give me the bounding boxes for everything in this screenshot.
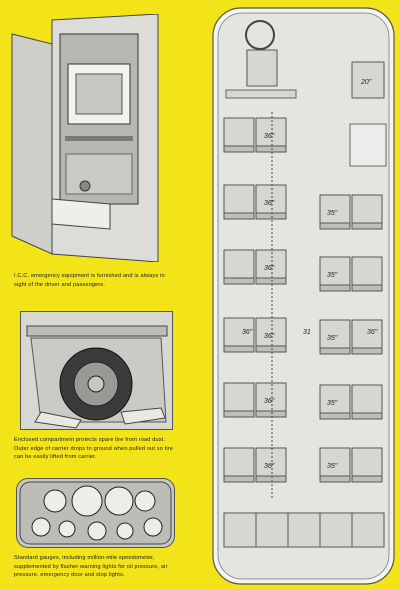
aisle-dim: 31 — [303, 329, 311, 336]
left-seat-1-a-back — [223, 212, 255, 220]
right-seat-4-a-back — [319, 475, 351, 483]
right-seat-4-a — [319, 447, 351, 477]
right-seat-2-a — [319, 319, 351, 349]
right-dim-4: 35" — [327, 463, 338, 470]
left-seat-0-b — [255, 117, 287, 147]
front-dim: 20" — [360, 79, 372, 86]
left-seat-3-b — [255, 317, 287, 347]
center-dim-3: 36" — [264, 333, 275, 340]
left-seat-0-b-back — [255, 145, 287, 153]
left-seat-5-a — [223, 447, 255, 477]
right-seat-3-a-back — [319, 412, 351, 420]
right-dim-1: 35" — [327, 272, 338, 279]
tire-compartment-illustration — [20, 311, 173, 430]
left-seat-3-a-back — [223, 345, 255, 353]
emergency-door-drawing — [11, 14, 159, 262]
left-seat-5-a-back — [223, 475, 255, 483]
emergency-door-illustration — [10, 14, 160, 262]
left-seat-1-b — [255, 184, 287, 214]
left-seat-4-a — [223, 382, 255, 412]
left-seat-5-b-back — [255, 475, 287, 483]
left-seat-2-a — [223, 249, 255, 279]
center-dim-4: 36" — [264, 398, 275, 405]
left-seat-4-b — [255, 382, 287, 412]
center-dim-5: 36" — [264, 463, 275, 470]
left-seat-4-a-back — [223, 410, 255, 418]
left-seat-4-b-back — [255, 410, 287, 418]
center-dim-1: 36" — [264, 200, 275, 207]
left-seat-1-a — [223, 184, 255, 214]
tire-compartment-drawing — [21, 312, 172, 429]
right-seat-4-b-back — [351, 475, 383, 483]
left-seat-2-b — [255, 249, 287, 279]
right-seat-2-a-back — [319, 347, 351, 355]
window-dim-right: 36" — [367, 329, 378, 336]
right-seat-0-a-back — [319, 222, 351, 230]
right-seat-1-a — [319, 256, 351, 286]
compartment-caption: Enclosed compartment protects spare tire… — [14, 437, 174, 461]
right-seat-0-b-back — [351, 222, 383, 230]
right-seat-1-a-back — [319, 284, 351, 292]
left-seat-2-a-back — [223, 277, 255, 285]
left-seat-3-a — [223, 317, 255, 347]
right-dim-2: 35" — [327, 335, 338, 342]
right-seat-3-b-back — [351, 412, 383, 420]
window-dim-left: 36" — [242, 329, 253, 336]
left-seat-0-a — [223, 117, 255, 147]
steering-wheel-icon — [245, 20, 275, 50]
right-seat-1-b — [351, 256, 383, 286]
left-seat-3-b-back — [255, 345, 287, 353]
center-dim-0: 36" — [264, 133, 275, 140]
center-dim-2: 36" — [264, 265, 275, 272]
right-seat-0-a — [319, 194, 351, 224]
gauges-caption: Standard gauges, including million-mile … — [14, 555, 168, 579]
right-seat-1-b-back — [351, 284, 383, 292]
right-dim-0: 35" — [327, 210, 338, 217]
gauges-drawing — [19, 481, 172, 545]
right-dim-3: 35" — [327, 400, 338, 407]
right-seat-2-b — [351, 319, 383, 349]
left-seat-0-a-back — [223, 145, 255, 153]
left-seat-1-b-back — [255, 212, 287, 220]
gauges-illustration — [16, 478, 175, 548]
right-seat-0-b — [351, 194, 383, 224]
left-seat-2-b-back — [255, 277, 287, 285]
right-seat-3-a — [319, 384, 351, 414]
left-seat-5-b — [255, 447, 287, 477]
right-seat-2-b-back — [351, 347, 383, 355]
emergency-caption: I.C.C. emergency equipment is furnished … — [14, 273, 165, 288]
right-seat-3-b — [351, 384, 383, 414]
right-seat-4-b — [351, 447, 383, 477]
